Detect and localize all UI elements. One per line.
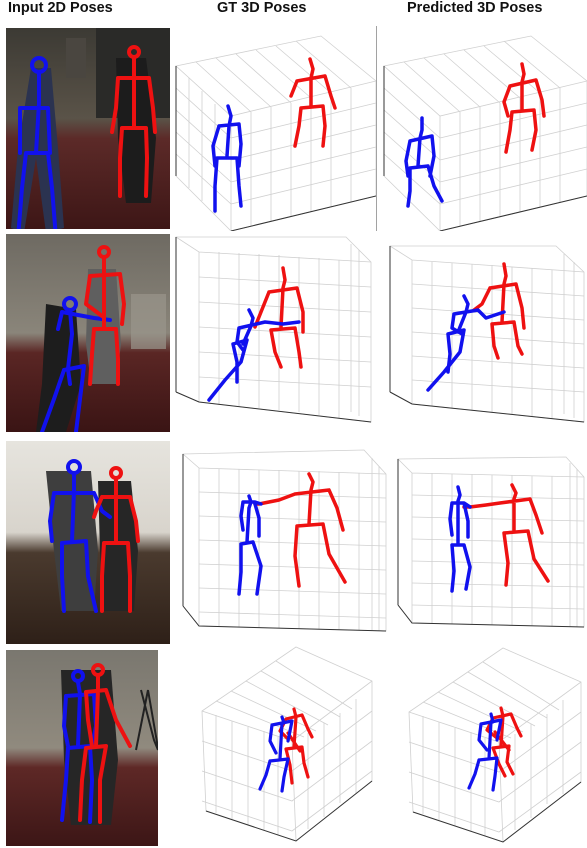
blue-skeleton-3d-pred-row-1 [406,118,442,206]
predicted-3d-plot-row-3 [394,455,587,631]
input-photo-row-3 [6,441,170,644]
red-skeleton-3d-gt-row-1 [291,59,335,146]
blue-skeleton-3d-gt-row-1 [213,106,241,211]
blue-skeleton-3d-pred-row-3 [450,487,470,591]
red-skeleton-3d-pred-row-1 [504,64,544,152]
input-photo-row-2 [6,234,170,432]
gt-3d-plot-row-3 [179,446,389,636]
header-gt-3d-poses: GT 3D Poses [217,0,306,16]
predicted-3d-plot-row-2 [376,232,587,434]
predicted-3d-plot-row-4 [403,642,587,845]
header-input-2d-poses: Input 2D Poses [8,0,113,16]
red-skeleton-3d-pred-row-3 [464,485,548,585]
gt-3d-plot-row-2 [171,232,376,434]
header-predicted-3d-poses: Predicted 3D Poses [407,0,542,16]
blue-skeleton-3d-gt-row-3 [239,496,261,594]
input-photo-row-4 [6,650,158,846]
red-skeleton-3d-pred-row-2 [474,264,524,358]
gt-3d-plot-row-1 [171,26,376,231]
predicted-3d-plot-row-1 [376,26,587,231]
gt-3d-plot-row-4 [196,641,379,844]
red-skeleton-3d-gt-row-3 [255,474,345,586]
input-photo-row-1 [6,28,170,229]
